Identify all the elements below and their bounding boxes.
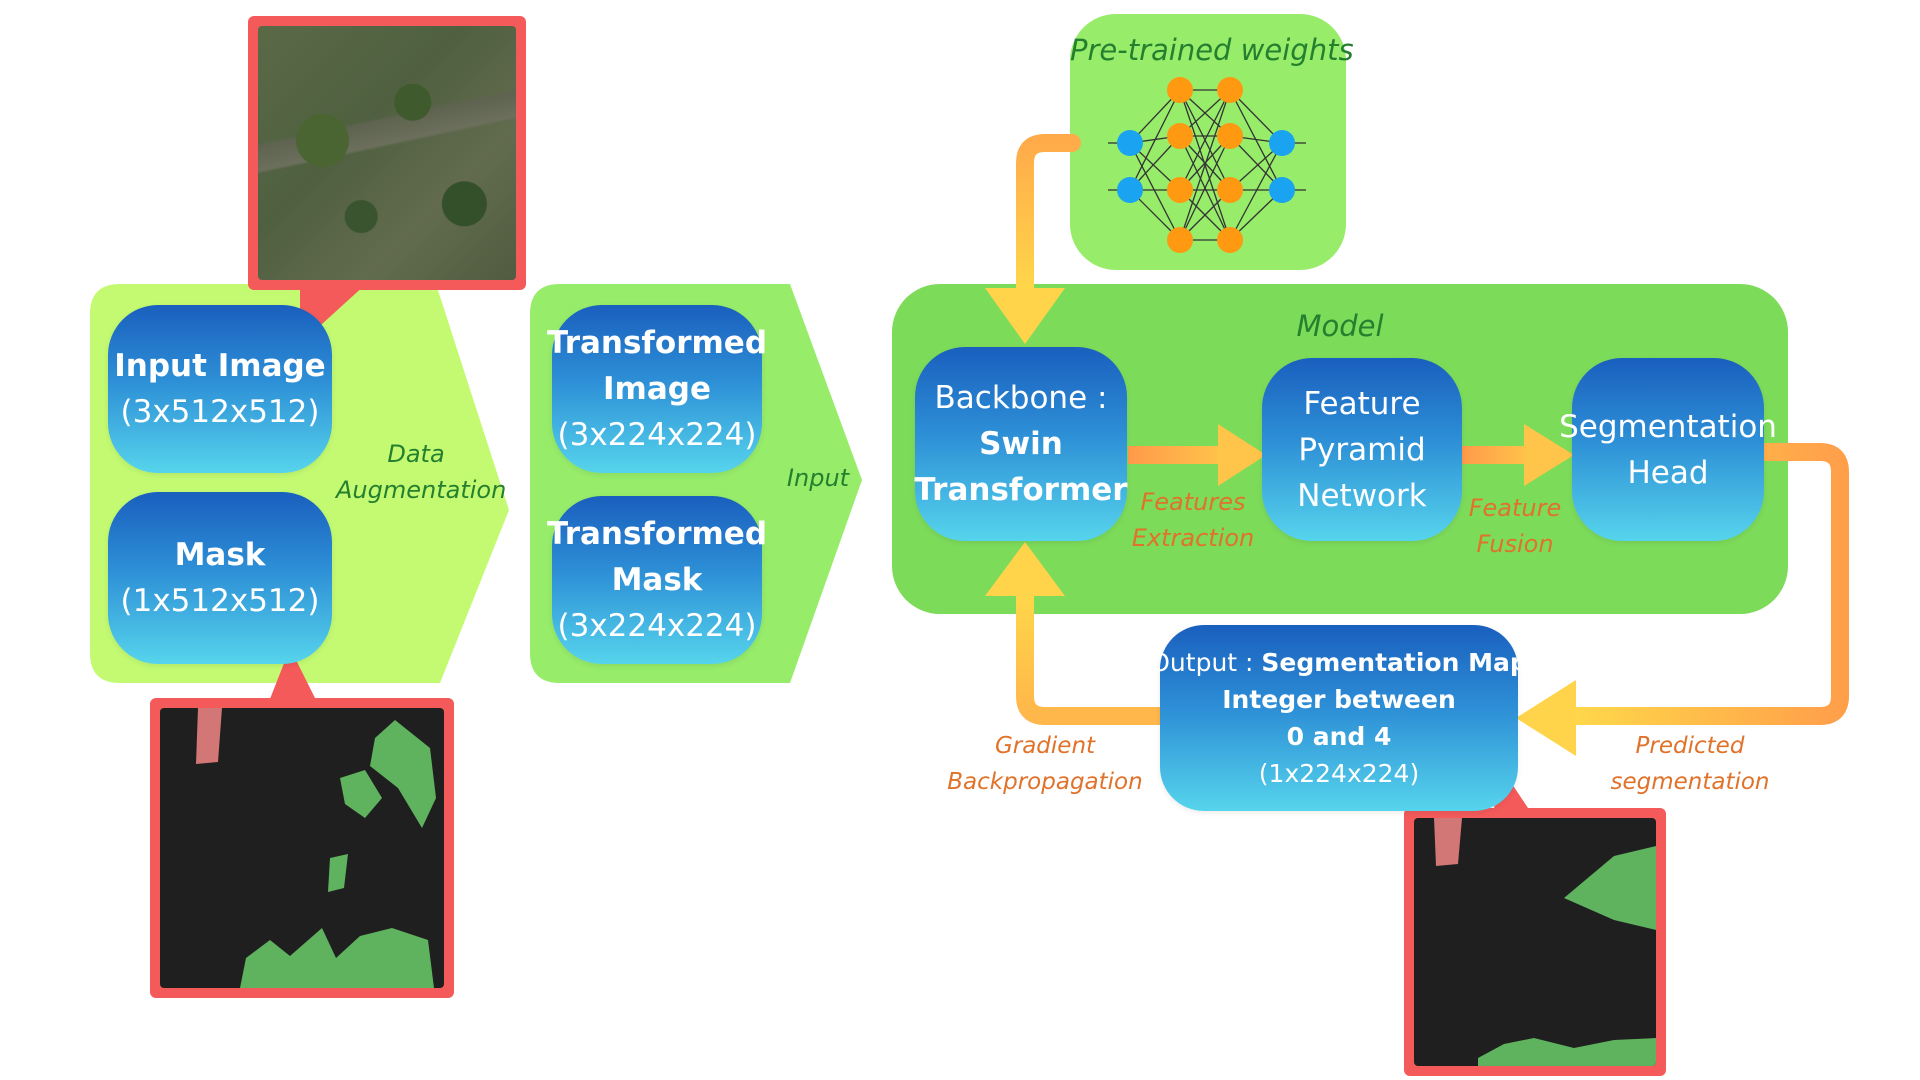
output-box: Output : Segmentation Map Integer betwee… xyxy=(1150,625,1528,811)
input-image-box: Input Image (3x512x512) xyxy=(108,305,332,473)
predicted-segmentation-label: Predicted segmentation xyxy=(1610,733,1770,795)
mask-title: Mask xyxy=(174,537,266,573)
output-mask-thumbnail-frame xyxy=(1404,808,1666,1076)
input-image-title: Input Image xyxy=(114,348,326,384)
input-image-dims: (3x512x512) xyxy=(120,394,320,430)
arrow-head-gradient xyxy=(985,542,1065,596)
backbone-line-3: Transformer xyxy=(914,472,1128,508)
input-step-label: Input xyxy=(786,464,850,492)
output-dims: (1x224x224) xyxy=(1258,759,1420,788)
neural-network-nodes xyxy=(1117,77,1295,253)
fpn-line-2: Pyramid xyxy=(1298,431,1426,468)
head-line-1: Segmentation xyxy=(1559,408,1777,445)
fpn-box: Feature Pyramid Network xyxy=(1262,358,1462,541)
arrow-feature-fusion xyxy=(1462,446,1530,464)
input-image-thumbnail xyxy=(248,16,526,290)
output-mask-thumbnail xyxy=(1414,818,1656,1066)
arrow-gradient-backpropagation xyxy=(1016,590,1160,725)
output-line-3: 0 and 4 xyxy=(1286,722,1392,751)
output-title: Segmentation Map xyxy=(1261,648,1528,677)
arrow-predicted-segmentation xyxy=(1572,443,1849,725)
transformed-image-box: Transformed Image (3x224x224) xyxy=(547,305,767,473)
fpn-line-3: Network xyxy=(1297,477,1427,514)
arrow-head-predicted xyxy=(1516,680,1576,756)
data-augmentation-label: Data Augmentation xyxy=(336,440,507,504)
transformed-image-title-2: Image xyxy=(603,371,711,407)
transformed-mask-title-2: Mask xyxy=(611,562,703,598)
fpn-line-1: Feature xyxy=(1303,385,1421,422)
transformed-image-dims: (3x224x224) xyxy=(557,417,757,453)
mask-thumbnail xyxy=(160,708,444,988)
transformed-mask-title-1: Transformed xyxy=(546,516,768,552)
gradient-backpropagation-label: Gradient Backpropagation xyxy=(947,733,1143,795)
arrow-head-pretrained xyxy=(985,288,1065,344)
transformed-image-title-1: Transformed xyxy=(546,325,768,361)
transformed-mask-dims: (3x224x224) xyxy=(557,608,757,644)
pretrained-weights-container xyxy=(1070,14,1346,270)
feature-fusion-label: Feature Fusion xyxy=(1468,494,1562,558)
mask-box: Mask (1x512x512) xyxy=(108,492,332,664)
arrow-pretrained-to-backbone xyxy=(1016,134,1081,305)
backbone-box: Backbone : Swin Transformer xyxy=(914,347,1128,541)
output-prefix: Output : xyxy=(1150,648,1254,677)
model-title: Model xyxy=(1296,309,1384,343)
pretrained-weights-label: Pre-trained weights xyxy=(1070,33,1354,67)
mask-thumbnail-frame xyxy=(150,698,454,998)
backbone-line-2: Swin xyxy=(979,426,1063,462)
satellite-image-thumbnail xyxy=(258,26,516,280)
arrow-head-features-extraction xyxy=(1218,424,1266,486)
features-extraction-label: Features Extraction xyxy=(1131,488,1255,552)
output-line-2: Integer between xyxy=(1222,685,1456,714)
transformed-mask-box: Transformed Mask (3x224x224) xyxy=(547,496,767,664)
arrow-head-feature-fusion xyxy=(1524,424,1574,486)
backbone-line-1: Backbone : xyxy=(934,380,1108,416)
head-line-2: Head xyxy=(1627,454,1709,491)
mask-dims: (1x512x512) xyxy=(120,583,320,619)
callout-pointer-mask xyxy=(268,648,318,704)
arrow-features-extraction xyxy=(1128,446,1224,464)
segmentation-head-box: Segmentation Head xyxy=(1559,358,1777,541)
